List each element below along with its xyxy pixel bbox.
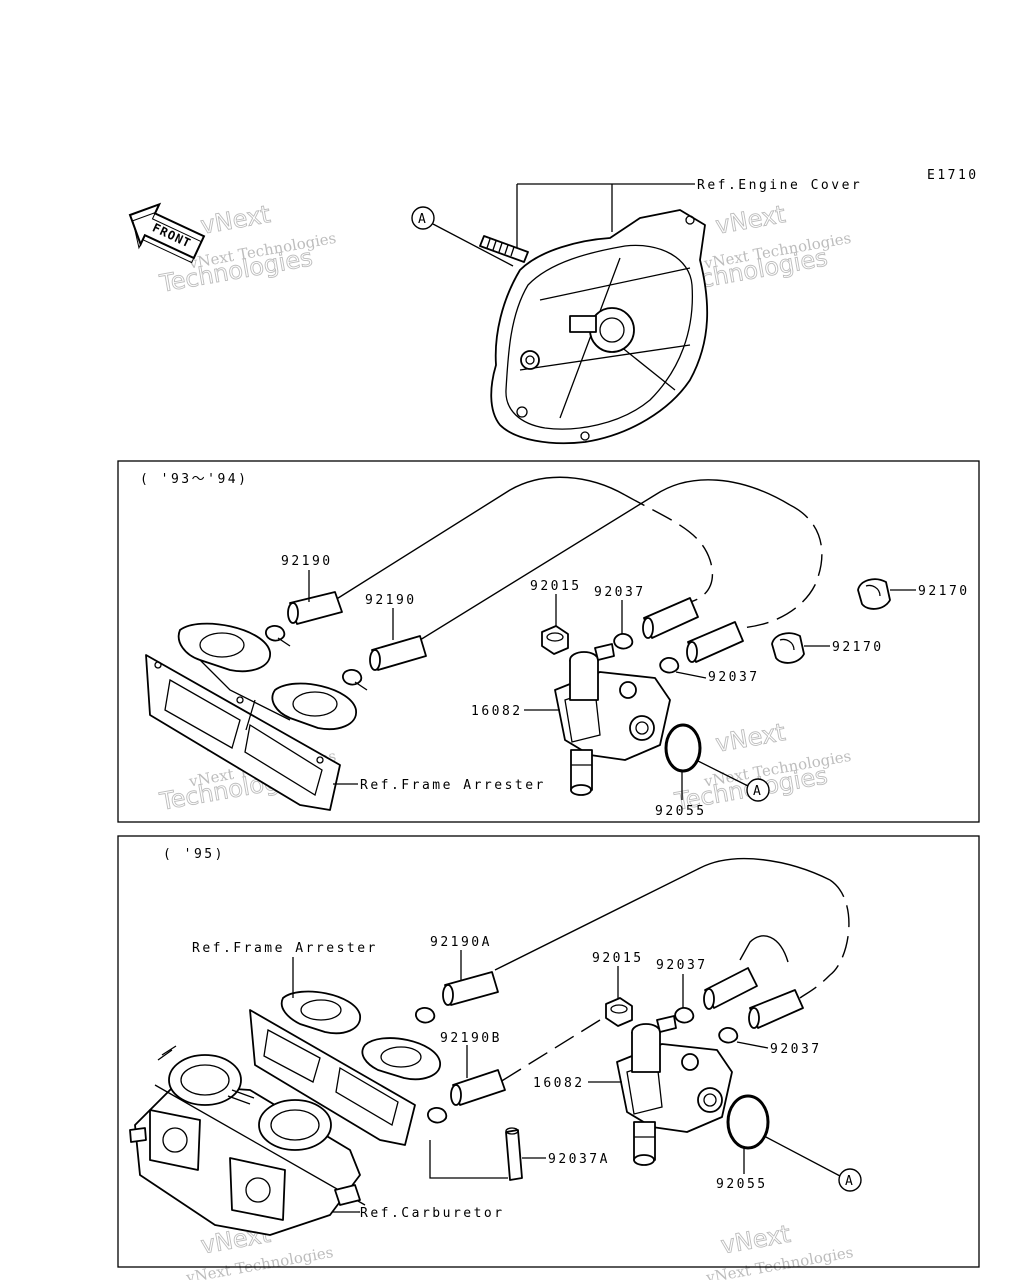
panel1-nut-92015 xyxy=(541,625,569,655)
panel1-oring-92055 xyxy=(664,723,702,773)
panel1-part-92015: 92015 xyxy=(530,579,582,594)
panel2-part-92190B: 92190B xyxy=(440,1031,502,1046)
panel1-clamp-92170-a xyxy=(857,578,891,610)
panel2-frame-arrester xyxy=(249,990,441,1146)
leader-panel2-92037-b xyxy=(736,1041,769,1049)
panel1-frame-arrester xyxy=(145,622,357,811)
panel2-clip-92037-b xyxy=(718,1027,739,1044)
diagram-code: E1710 xyxy=(927,168,979,183)
panel2-part-16082: 16082 xyxy=(533,1076,585,1091)
panel1-hose-92190-a xyxy=(287,591,343,625)
ref-engine-cover-leader xyxy=(516,183,695,250)
panel2-nut-92015 xyxy=(605,997,633,1027)
panel2-hose-lower-right xyxy=(748,989,804,1029)
panel2-part-92037A: 92037A xyxy=(548,1152,610,1167)
panel1-part-92055: 92055 xyxy=(655,804,707,819)
ref-engine-cover-label: Ref.Engine Cover xyxy=(697,178,862,193)
panel2-period: ( '95) xyxy=(163,847,225,862)
panel2-pin-92037A xyxy=(505,1127,523,1181)
engine-cover xyxy=(490,209,709,445)
callout-a-label: A xyxy=(418,212,428,227)
panel2-part-92055: 92055 xyxy=(716,1177,768,1192)
panel2-hose-92190A xyxy=(442,971,499,1006)
watermark-brand: vNext xyxy=(713,718,787,758)
panel1-hose-92190-b xyxy=(369,635,427,671)
leader-92037-b xyxy=(675,671,707,679)
panel1-clip-92037-b xyxy=(659,657,680,674)
panel1-callout-a: A xyxy=(695,759,770,802)
panel1-part-92190-a: 92190 xyxy=(281,554,333,569)
panel2-oring-92055 xyxy=(726,1094,770,1150)
watermark-brand: vNext xyxy=(719,1220,793,1260)
panel2-clip-92037-a xyxy=(674,1007,695,1024)
panel-93-94 xyxy=(117,460,980,823)
panel2-hoses xyxy=(494,857,850,1083)
panel2-part-92190A: 92190A xyxy=(430,935,492,950)
panel2-pump-16082 xyxy=(616,1015,733,1166)
panel2-part-92037-b: 92037 xyxy=(770,1042,822,1057)
panel1-hose-upper-right xyxy=(642,597,699,639)
panel-95 xyxy=(117,835,980,1268)
panel2-callout-a: A xyxy=(763,1135,862,1192)
panel1-ref-frame-arrester: Ref.Frame Arrester xyxy=(360,778,546,793)
panel2-part-92015: 92015 xyxy=(592,951,644,966)
panel2-ref-carburetor: Ref.Carburetor xyxy=(360,1206,505,1221)
panel1-part-92037-b: 92037 xyxy=(708,670,760,685)
panel1-part-92037-a: 92037 xyxy=(594,585,646,600)
panel2-clips xyxy=(415,1007,508,1179)
callout-a-top: A xyxy=(411,206,514,267)
panel1-hose-lower-right xyxy=(686,621,744,663)
panel1-clamp-92170-b xyxy=(771,632,805,664)
panel2-ref-frame-arrester: Ref.Frame Arrester xyxy=(192,941,378,956)
panel1-hoses xyxy=(334,476,823,641)
panel2-part-92037-a: 92037 xyxy=(656,958,708,973)
panel1-clip-92037-a xyxy=(613,633,634,650)
panel2-hose-92190B xyxy=(450,1069,506,1106)
panel2-callout-a-label: A xyxy=(845,1174,855,1189)
panel1-pump-16082 xyxy=(554,643,671,796)
panel1-part-16082: 16082 xyxy=(471,704,523,719)
panel1-callout-a-label: A xyxy=(753,784,763,799)
watermark-brand: vNext xyxy=(198,200,272,240)
panel1-clips xyxy=(265,625,368,691)
panel2-carburetor xyxy=(129,1045,366,1236)
panel2-hose-upper-right xyxy=(703,967,758,1010)
panel1-part-92170-b: 92170 xyxy=(832,640,884,655)
panel1-period: ( '93～'94) xyxy=(140,472,248,487)
stud-bolt xyxy=(479,235,529,263)
watermark-brand: vNext xyxy=(713,200,787,240)
panel1-part-92190-b: 92190 xyxy=(365,593,417,608)
panel1-part-92170-a: 92170 xyxy=(918,584,970,599)
